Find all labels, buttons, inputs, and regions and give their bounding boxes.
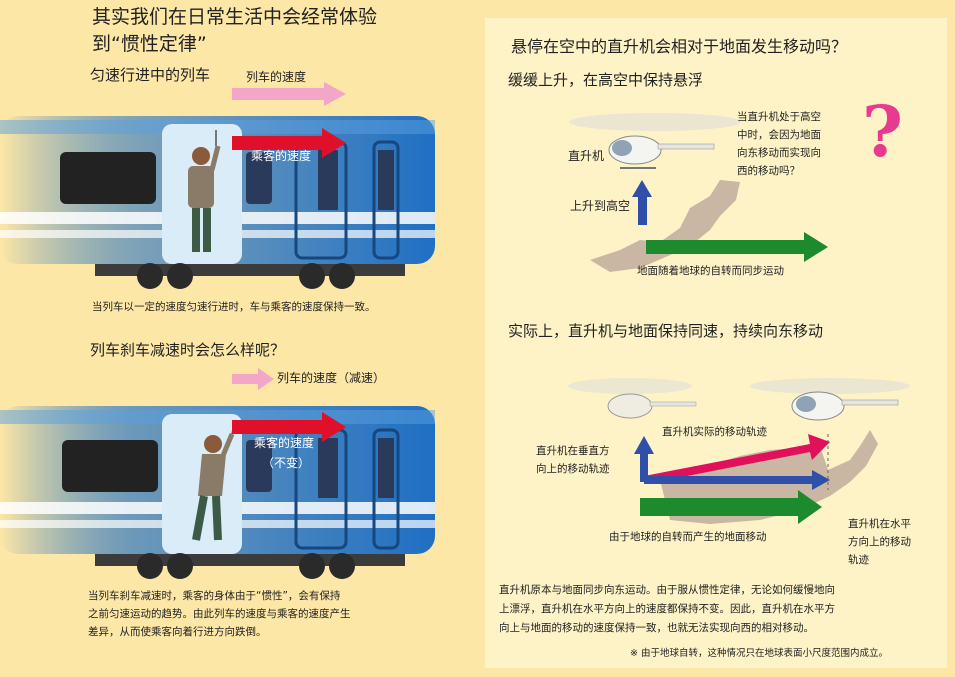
question-mark-icon: ? [862, 90, 904, 173]
left-title-line1: 其实我们在日常生活中会经常体验 [92, 6, 378, 28]
helicopter-1 [569, 113, 741, 169]
helicopter-diagram-1 [569, 113, 828, 272]
train-section2-caption-l1: 当列车刹车减速时，乘客的身体由于“惯性”，会有保持 [88, 590, 341, 602]
horizontal-track-label-l2: 方向上的移动 [848, 536, 911, 548]
train-speed-label: 列车的速度 [246, 70, 307, 84]
passenger-speed-label-2: 乘客的速度 [254, 436, 315, 450]
train-section2-caption-l3: 差异，从而使乘客向着行进方向跌倒。 [88, 626, 267, 638]
passenger-speed-unchanged-label: （不变） [262, 456, 311, 470]
helicopter-paragraph-l2: 上漂浮，直升机在水平方向上的速度都保持不变。因此，直升机在水平方 [499, 603, 835, 615]
vertical-track-arrow [634, 436, 654, 482]
horizontal-track-label-l1: 直升机在水平 [848, 518, 911, 530]
actual-track-label: 直升机实际的移动轨迹 [662, 426, 767, 438]
helicopter-title: 悬停在空中的直升机会相对于地面发生移动吗？ [511, 37, 848, 56]
question-text-l1: 当直升机处于高空 [737, 111, 821, 123]
helicopter-diagram-2 [568, 378, 910, 524]
train-speed-decel-arrow [232, 368, 274, 390]
helicopter-section1-heading: 缓缓上升，在高空中保持悬浮 [508, 71, 704, 89]
helicopter-paragraph-l3: 向上与地面的移动的速度保持一致，也就无法实现向西的相对移动。 [499, 622, 814, 634]
ground-motion-arrow-2 [640, 490, 822, 524]
helicopter-start [568, 378, 697, 419]
rise-arrow [632, 180, 652, 225]
passenger-speed-arrow [232, 128, 346, 158]
passenger-speed-label: 乘客的速度 [251, 149, 312, 163]
left-title-line2: 到“惯性定律” [92, 33, 207, 55]
train-section2-caption-l2: 之前匀速运动的趋势。由此列车的速度与乘客的速度产生 [88, 608, 351, 620]
vertical-track-label-l2: 向上的移动轨迹 [536, 463, 610, 475]
ground-motion-label-2: 由于地球的自转而产生的地面移动 [609, 531, 767, 543]
helicopter-paragraph-l1: 直升机原本与地面同步向东运动。由于服从惯性定律，无论如何缓慢地向 [499, 584, 835, 596]
question-text-l4: 西的移动吗？ [737, 165, 800, 177]
rise-label: 上升到高空 [570, 199, 631, 213]
helicopter-label: 直升机 [568, 149, 605, 163]
train-section1-heading: 匀速行进中的列车 [90, 66, 211, 84]
train-speed-decel-label: 列车的速度（减速） [277, 371, 386, 385]
ground-motion-label-1: 地面随着地球的自转而同步运动 [637, 265, 784, 277]
japan-map-shape-1 [590, 180, 740, 272]
horizontal-track-label-l3: 轨迹 [848, 554, 869, 566]
actual-track-arrow [644, 434, 830, 484]
train-illustration-1 [0, 82, 435, 289]
helicopter-section2-heading: 实际上，直升机与地面保持同速，持续向东移动 [508, 322, 824, 340]
train-illustration-2 [0, 368, 435, 579]
passenger-figure-2 [192, 419, 237, 541]
helicopter-footnote: ※ 由于地球自转，这种情况只在地球表面小尺度范围内成立。 [630, 648, 888, 659]
question-text-l2: 中时，会因为地面 [737, 129, 821, 141]
train-section1-caption: 当列车以一定的速度匀速行进时，车与乘客的速度保持一致。 [92, 301, 376, 313]
question-text-l3: 向东移动而实现向 [737, 147, 821, 159]
train-section2-heading: 列车刹车减速时会怎么样呢？ [90, 341, 286, 359]
train-speed-arrow [232, 82, 346, 106]
passenger-speed-unchanged-arrow [232, 412, 346, 442]
vertical-track-label-l1: 直升机在垂直方 [536, 445, 610, 457]
train-car-1 [0, 116, 435, 289]
ground-motion-arrow-1 [646, 232, 828, 262]
horizontal-track-arrow [644, 470, 830, 490]
passenger-figure-1 [188, 130, 221, 252]
helicopter-end [750, 378, 910, 421]
